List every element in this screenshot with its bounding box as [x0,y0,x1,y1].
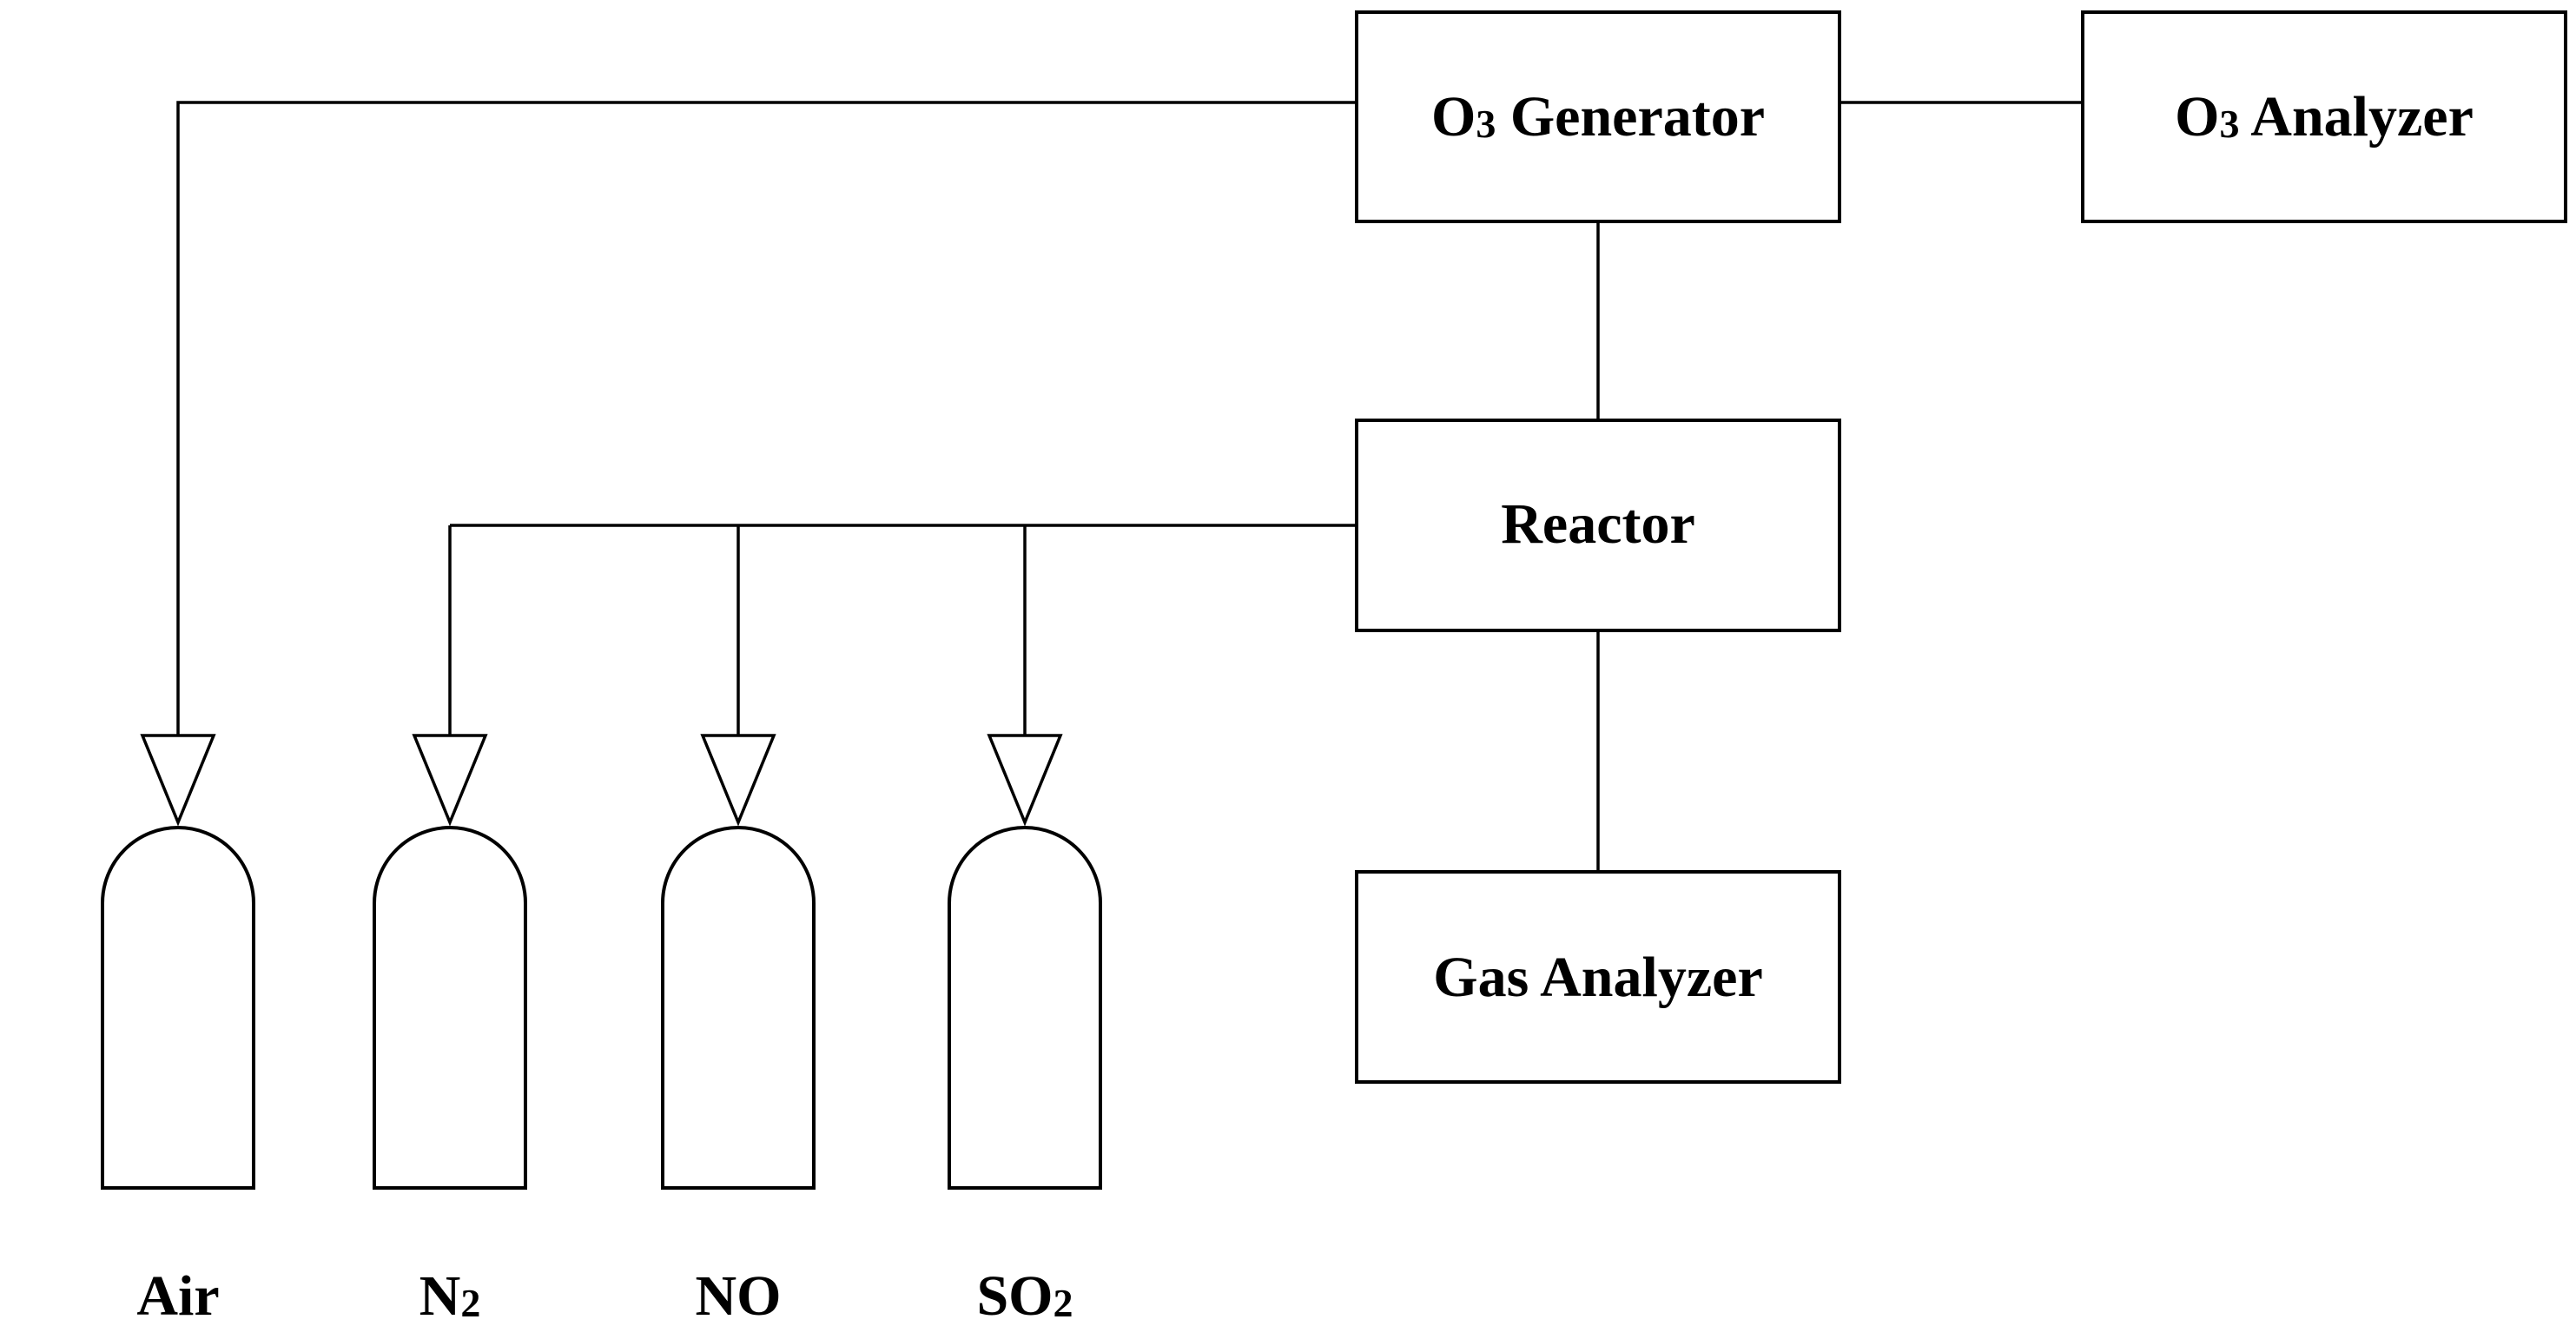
cylinder-icon [661,826,816,1190]
cylinder-label: NO [696,1264,782,1326]
cylinder-label: SO2 [976,1264,1073,1326]
gas-analyzer-box: Gas Analyzer [1355,870,1841,1084]
reactor-box: Reactor [1355,419,1841,632]
gas-analyzer-label: Gas Analyzer [1433,946,1762,1009]
cylinder-label: N2 [419,1264,481,1326]
gas-cylinder-no: NO [661,734,816,1326]
reactor-label: Reactor [1501,492,1695,556]
arrow-down-icon [140,734,216,827]
gas-cylinder-so2: SO2 [948,734,1102,1326]
arrow-down-icon [700,734,776,827]
cylinder-icon [101,826,255,1190]
arrow-down-icon [412,734,488,827]
cylinder-icon [373,826,527,1190]
o3-generator-box: O3 Generator [1355,10,1841,223]
cylinder-icon [948,826,1102,1190]
o3-analyzer-box: O3 Analyzer [2081,10,2567,223]
gas-cylinder-air: Air [101,734,255,1326]
gas-cylinder-n2: N2 [373,734,527,1326]
o3-analyzer-label: O3 Analyzer [2175,85,2474,148]
cylinder-label: Air [136,1264,219,1326]
arrow-down-icon [987,734,1063,827]
pipe-generator-to-air [176,101,1357,764]
o3-generator-label: O3 Generator [1431,85,1765,148]
